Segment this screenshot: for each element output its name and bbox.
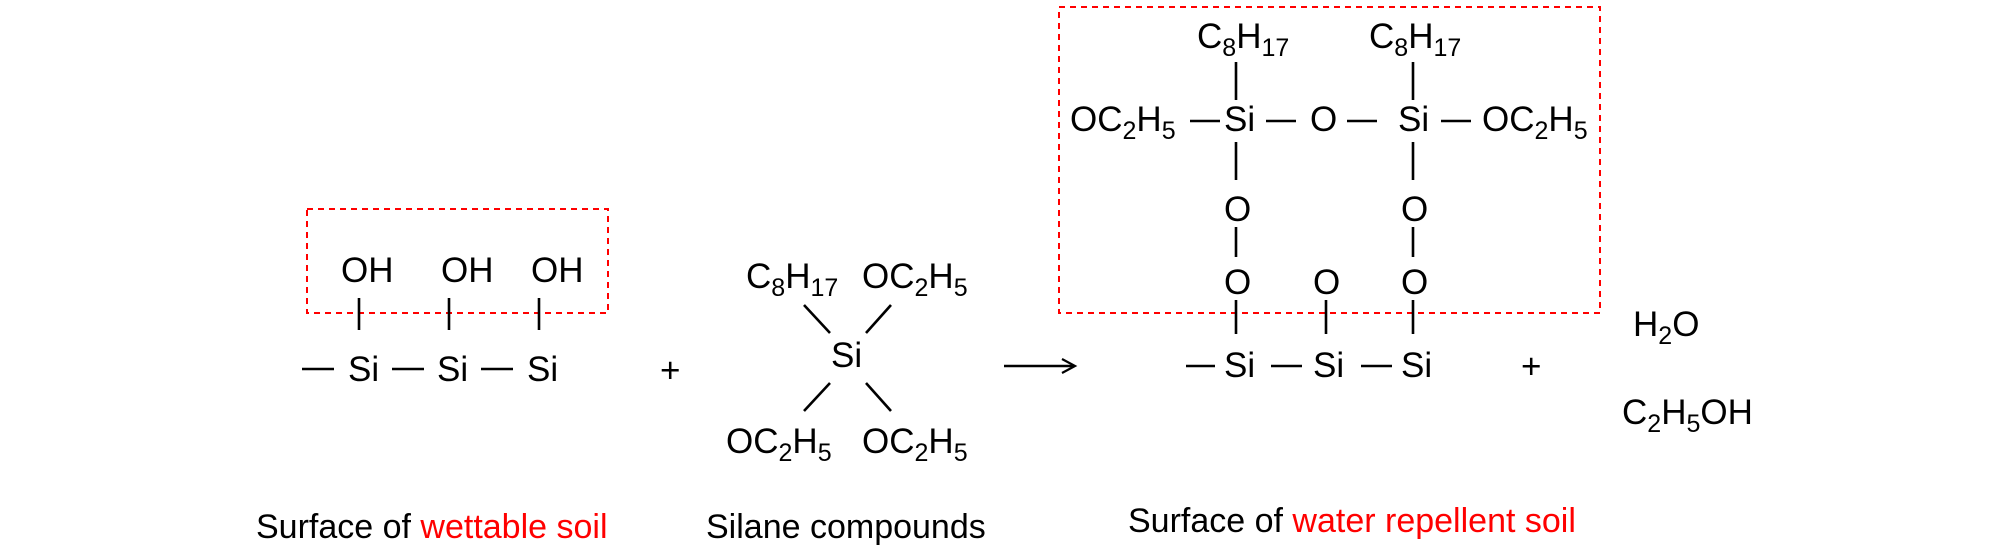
ethoxy-group-right: OC2H5: [1482, 100, 1588, 145]
hydroxyl-highlight-box: [306, 208, 609, 314]
silane-silicon: Si: [831, 336, 862, 375]
water-formula: H2O: [1633, 305, 1699, 350]
oxygen-right-2: O: [1401, 263, 1428, 302]
ethoxy-group-left: OC2H5: [1070, 100, 1176, 145]
octyl-group: C8H17: [746, 257, 838, 302]
octyl-group-right: C8H17: [1369, 17, 1461, 62]
wettable-soil-structure: OH OH OH Si Si Si: [302, 208, 609, 389]
silicon-atom-2: Si: [437, 350, 468, 389]
siloxane-highlight-box: [1058, 6, 1601, 314]
caption-water-repellent-soil: Surface of water repellent soil: [1128, 502, 1576, 540]
ethoxy-group-top-right: OC2H5: [862, 257, 968, 302]
silicon-atom-3: Si: [527, 350, 558, 389]
surface-silicon-3: Si: [1401, 346, 1432, 385]
surface-silicon-2: Si: [1313, 346, 1344, 385]
oxygen-middle: O: [1313, 263, 1340, 302]
siloxane-silicon-left: Si: [1224, 100, 1255, 139]
ethanol-formula: C2H5OH: [1622, 393, 1753, 438]
caption-wettable-soil: Surface of wettable soil: [256, 508, 608, 546]
bond-si-ethoxy-br: [865, 382, 892, 412]
caption-silane-compounds: Silane compounds: [706, 508, 986, 546]
hydroxyl-group-2: OH: [441, 251, 494, 290]
bond-si-ethoxy-tr: [865, 304, 892, 334]
oxygen-left-2: O: [1224, 263, 1251, 302]
bridging-oxygen: O: [1310, 100, 1337, 139]
plus-sign-1: +: [660, 351, 680, 390]
surface-silicon-1: Si: [1224, 346, 1255, 385]
silicon-atom-1: Si: [348, 350, 379, 389]
ethoxy-group-bottom-right: OC2H5: [862, 422, 968, 467]
plus-sign-2: +: [1521, 347, 1541, 386]
hydroxyl-group-1: OH: [341, 251, 394, 290]
siloxane-silicon-right: Si: [1398, 100, 1429, 139]
byproducts: H2O C2H5OH: [1622, 305, 1753, 438]
reaction-arrow: [1004, 358, 1078, 374]
oxygen-right-1: O: [1401, 190, 1428, 229]
bond-si-ethoxy-bl: [803, 382, 831, 412]
octyl-group-left: C8H17: [1197, 17, 1289, 62]
bond-si-octyl: [803, 304, 831, 334]
water-repellent-soil-structure: C8H17 C8H17 OC2H5 Si O Si OC2H5 O O O O …: [1058, 6, 1601, 385]
oxygen-left-1: O: [1224, 190, 1251, 229]
silane-compound-structure: C8H17 OC2H5 Si OC2H5 OC2H5: [726, 257, 968, 467]
ethoxy-group-bottom-left: OC2H5: [726, 422, 832, 467]
hydroxyl-group-3: OH: [531, 251, 584, 290]
